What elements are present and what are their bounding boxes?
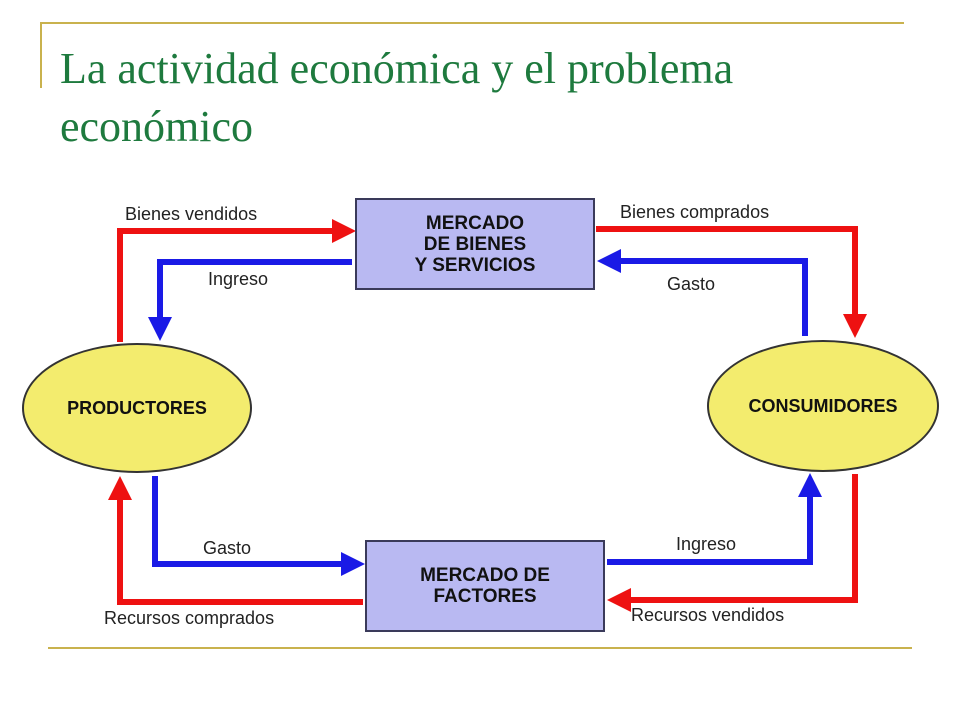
slide-title: La actividad económica y el problema eco… xyxy=(60,44,734,151)
arrow-resources-bought xyxy=(108,476,363,605)
label-income-bottom: Ingreso xyxy=(676,534,737,554)
label-income-top: Ingreso xyxy=(208,269,269,289)
market-factors-line2: FACTORES xyxy=(433,586,537,607)
arrow-resources-sold xyxy=(607,474,858,612)
arrow-spending-top xyxy=(597,249,808,336)
arrow-spending-bottom xyxy=(152,476,365,576)
market-factors-line1: MERCADO DE xyxy=(420,565,550,586)
market-goods-line1: MERCADO xyxy=(425,212,525,234)
label-spending-top: Gasto xyxy=(667,274,716,294)
decor-line-vertical xyxy=(40,22,42,88)
consumers-ellipse: CONSUMIDORES xyxy=(707,340,939,472)
market-goods-services-box: MERCADO DE BIENES Y SERVICIOS xyxy=(355,198,595,290)
label-resources-sold: Recursos vendidos xyxy=(631,605,785,625)
producers-ellipse: PRODUCTORES xyxy=(22,343,252,473)
arrow-income-bottom xyxy=(607,473,822,565)
arrow-income-top xyxy=(148,259,352,341)
label-goods-bought: Bienes comprados xyxy=(620,202,770,222)
market-goods-line2: DE BIENES xyxy=(423,233,527,255)
label-resources-bought: Recursos comprados xyxy=(104,608,275,628)
consumers-label: CONSUMIDORES xyxy=(748,395,898,416)
label-spending-bottom: Gasto xyxy=(203,538,252,558)
arrow-goods-sold xyxy=(117,219,356,342)
label-goods-sold: Bienes vendidos xyxy=(125,204,258,224)
market-factors-box: MERCADO DE FACTORES xyxy=(365,540,605,632)
arrow-goods-bought xyxy=(596,226,867,338)
decor-line-top xyxy=(40,22,904,24)
producers-label: PRODUCTORES xyxy=(67,397,207,418)
market-goods-line3: Y SERVICIOS xyxy=(414,254,536,276)
decor-line-bottom xyxy=(48,647,912,649)
